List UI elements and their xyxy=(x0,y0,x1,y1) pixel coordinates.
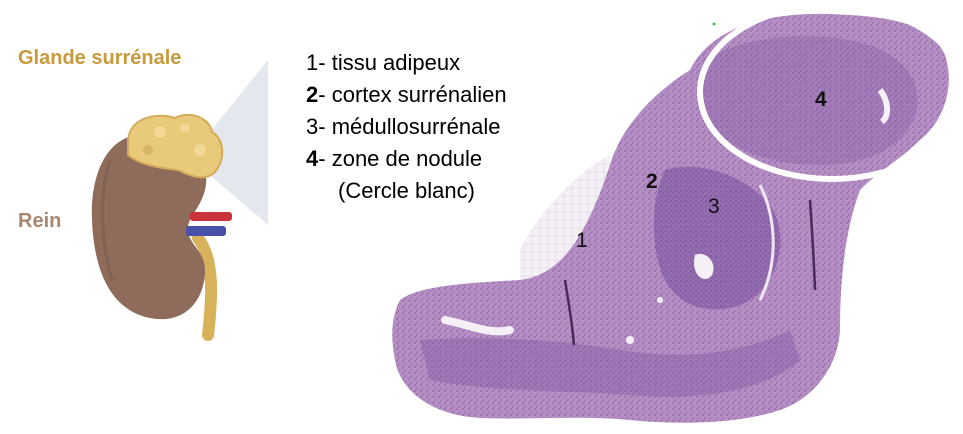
legend-text: cortex surrénalien xyxy=(332,82,507,107)
legend-item-2: 2- cortex surrénalien xyxy=(306,79,507,111)
legend-text: zone de nodule xyxy=(332,146,482,171)
legend-text: tissu adipeux xyxy=(332,50,460,75)
legend-number: 2 xyxy=(306,82,318,107)
legend-number: 4 xyxy=(306,146,318,171)
legend-item-4: 4- zone de nodule xyxy=(306,143,507,175)
legend-item-1: 1- tissu adipeux xyxy=(306,47,507,79)
legend-number: 1 xyxy=(306,50,318,75)
legend-number: 3 xyxy=(306,114,318,139)
legend-continuation: (Cercle blanc) xyxy=(306,175,507,207)
marker-adipose: 1 xyxy=(576,229,588,253)
marker-cortex: 2 xyxy=(646,170,658,194)
legend-text: médullosurrénale xyxy=(332,114,501,139)
legend-separator: - xyxy=(318,82,331,107)
marker-medulla: 3 xyxy=(708,195,720,219)
legend-separator: - xyxy=(318,146,331,171)
legend-separator: - xyxy=(318,114,331,139)
legend-separator: - xyxy=(318,50,331,75)
marker-nodule: 4 xyxy=(815,88,827,112)
legend-item-3: 3- médullosurrénale xyxy=(306,111,507,143)
legend: 1- tissu adipeux 2- cortex surrénalien 3… xyxy=(306,47,507,207)
